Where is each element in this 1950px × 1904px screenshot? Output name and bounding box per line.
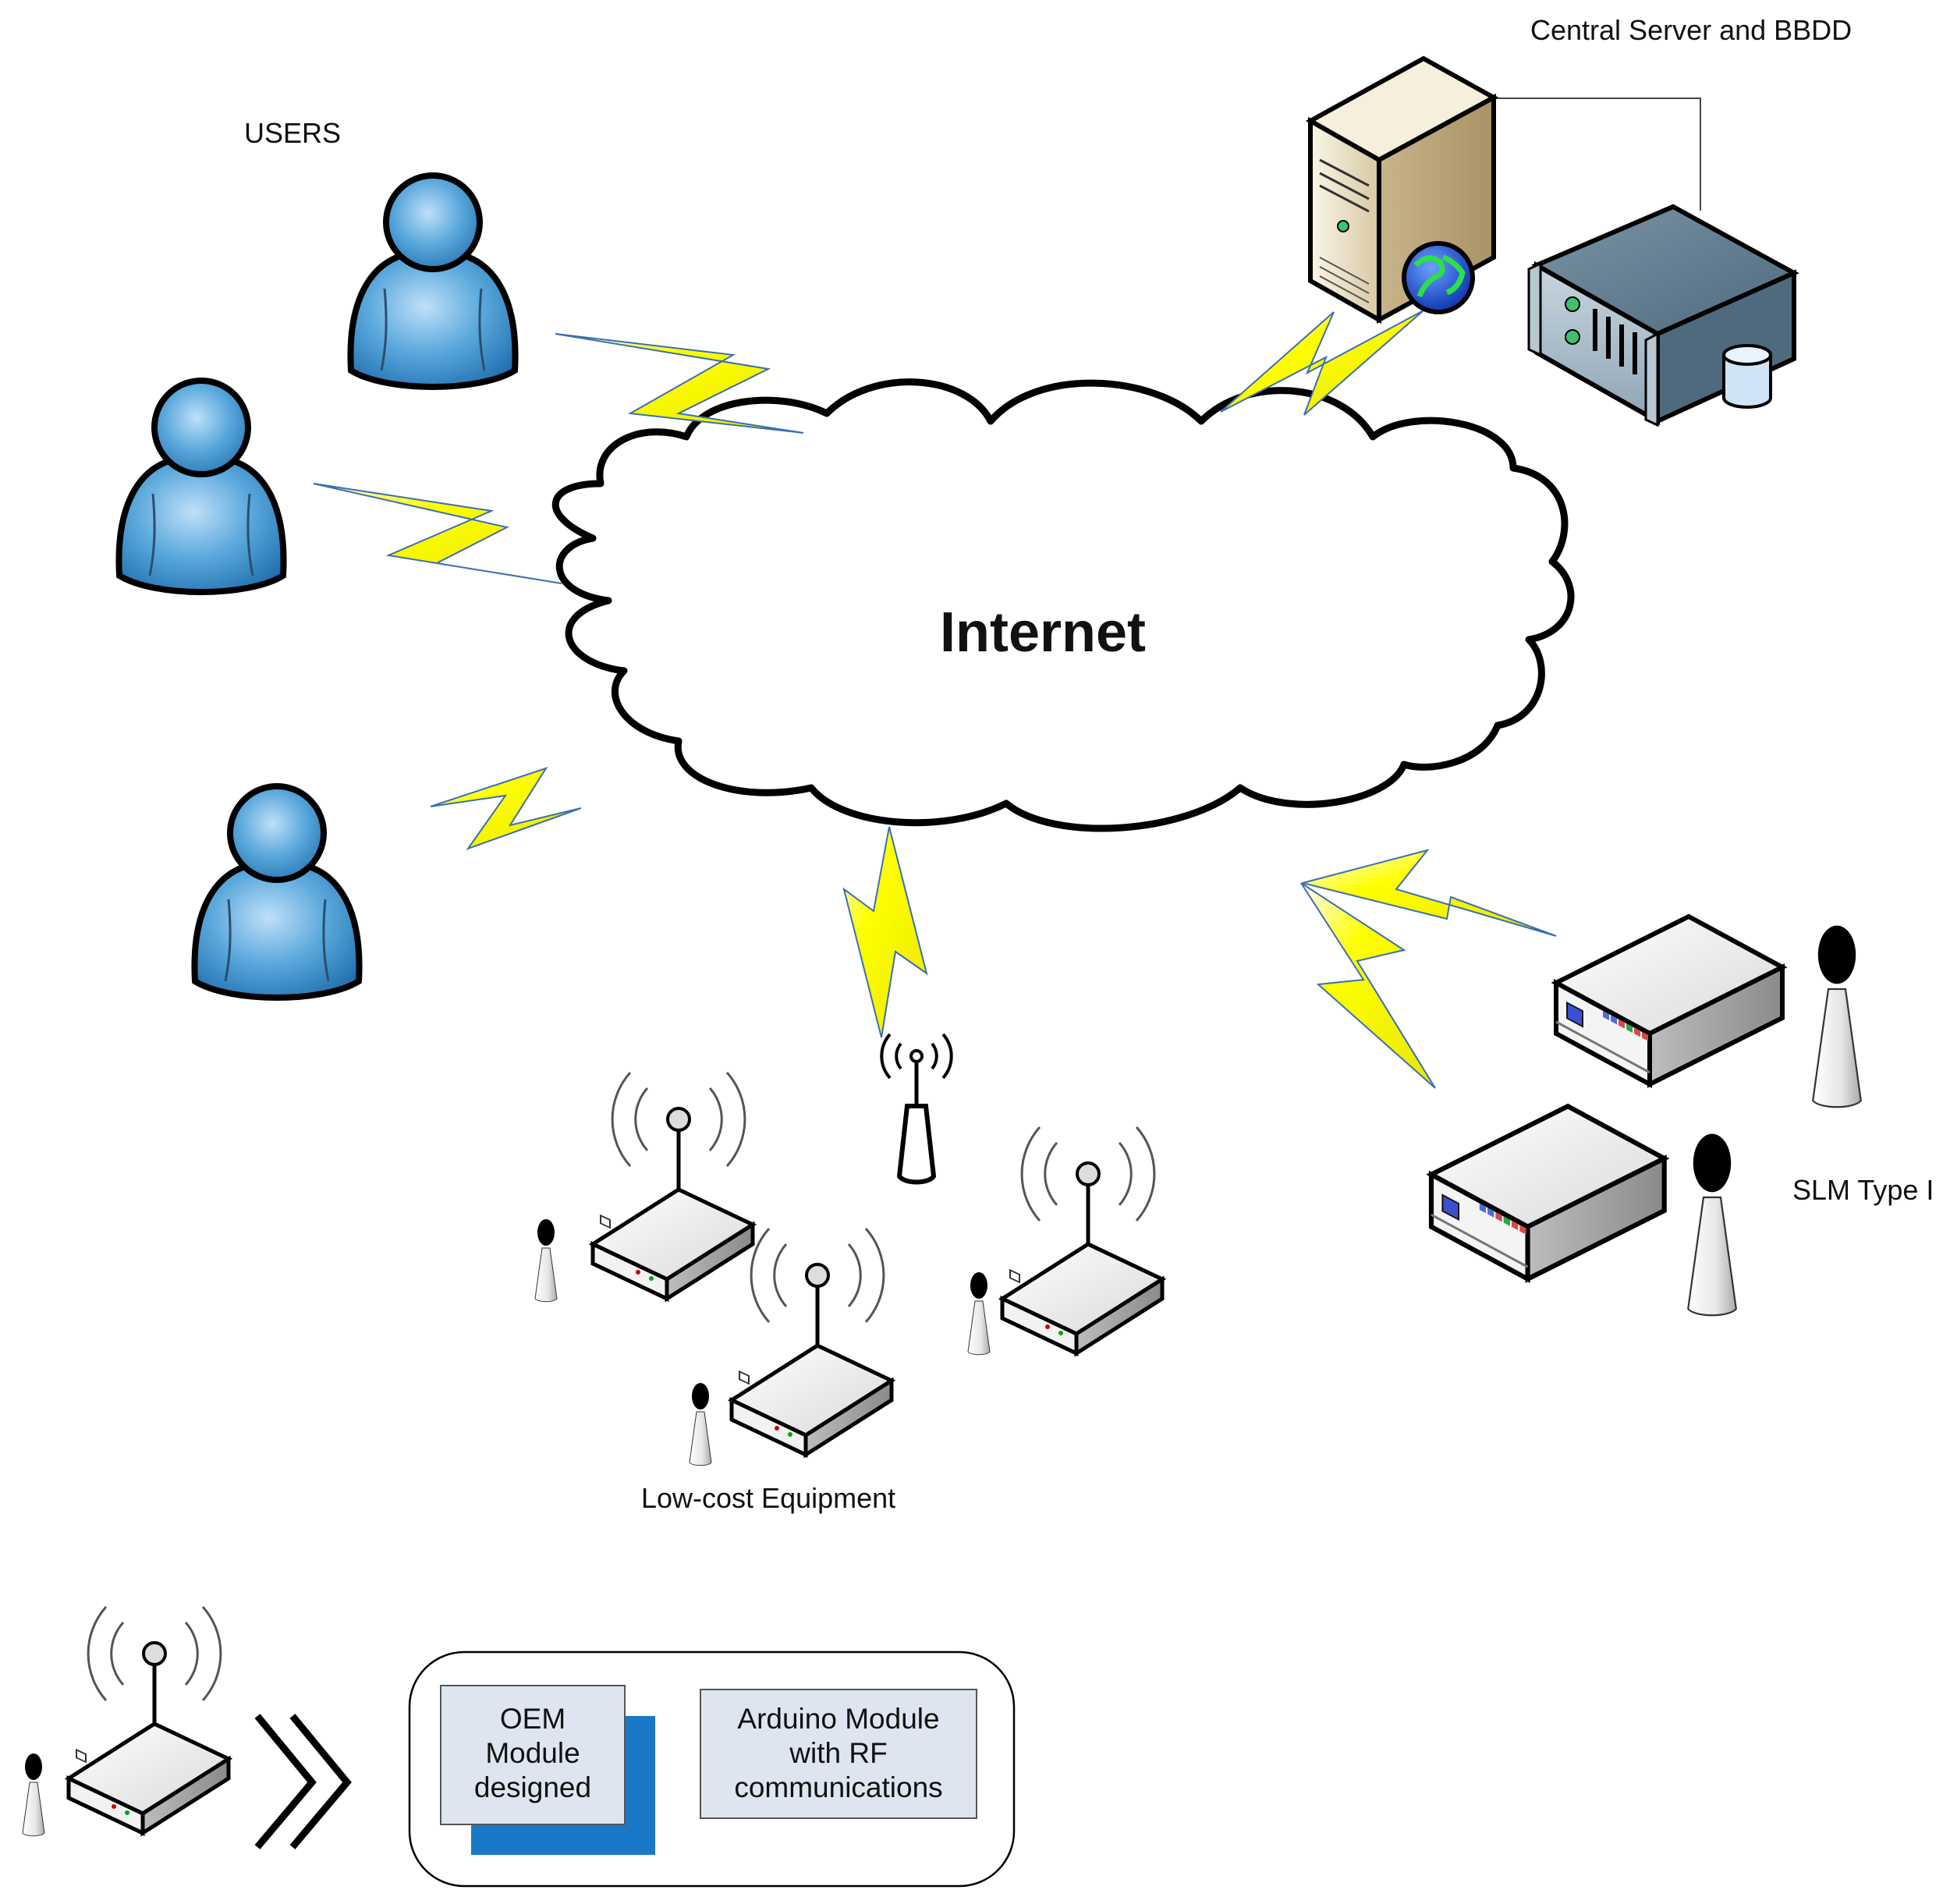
lowcost-label: Low-cost Equipment [641, 1482, 896, 1514]
slm-equipment-icon [1431, 1106, 1665, 1278]
oem-line-3: designed [473, 1771, 592, 1803]
arduino-line-1: Arduino Module [737, 1703, 940, 1735]
lowcost-device-icon [1002, 1127, 1162, 1353]
legend-container [408, 1650, 1016, 1888]
user-icon [350, 176, 515, 387]
lowcost-device-icon [732, 1229, 892, 1455]
lowcost-device-icon [593, 1073, 753, 1299]
globe-icon [1402, 241, 1475, 314]
arduino-line-3: communications [734, 1771, 943, 1803]
lightning-bolt-user2 [313, 483, 562, 584]
rack-server-icon [1527, 204, 1799, 427]
server-label: Central Server and BBDD [1530, 14, 1852, 46]
slm-equipment-icon [1556, 917, 1782, 1084]
lightning-bolt-user3 [430, 767, 582, 851]
double-chevron-icon [254, 1714, 352, 1849]
slm-label: SLM Type I [1792, 1174, 1934, 1206]
lightning-bolt-slm2 [1300, 882, 1436, 1089]
arduino-module-box [700, 1689, 977, 1819]
lightning-links [313, 310, 1557, 1089]
arduino-module-text: Arduino Module with RF communications [700, 1702, 977, 1805]
user-icon [194, 786, 359, 998]
microphone-icon [1687, 1133, 1737, 1317]
lightning-bolt-slm1 [1302, 849, 1557, 937]
internet-label: Internet [940, 601, 1147, 664]
microphone-icon [1812, 924, 1862, 1108]
lightning-bolt-user1 [555, 333, 804, 434]
oem-line-2: Module [485, 1737, 580, 1769]
microphone-icon [22, 1753, 45, 1837]
user-icon [119, 381, 283, 592]
oem-module-text: OEM Module designed [441, 1702, 625, 1805]
microphone-icon [967, 1271, 991, 1356]
lightning-bolt-tower [842, 826, 928, 1038]
users-label: USERS [244, 117, 342, 149]
oem-module-box [440, 1685, 626, 1825]
microphone-icon [689, 1382, 712, 1466]
gateway-antenna-icon [880, 1033, 953, 1182]
database-icon [1722, 344, 1772, 409]
arduino-line-2: with RF [789, 1737, 888, 1769]
oem-line-1: OEM [499, 1703, 566, 1735]
server-connector-line [1494, 98, 1701, 211]
microphone-icon [534, 1218, 558, 1303]
legend-device-icon [69, 1607, 229, 1833]
